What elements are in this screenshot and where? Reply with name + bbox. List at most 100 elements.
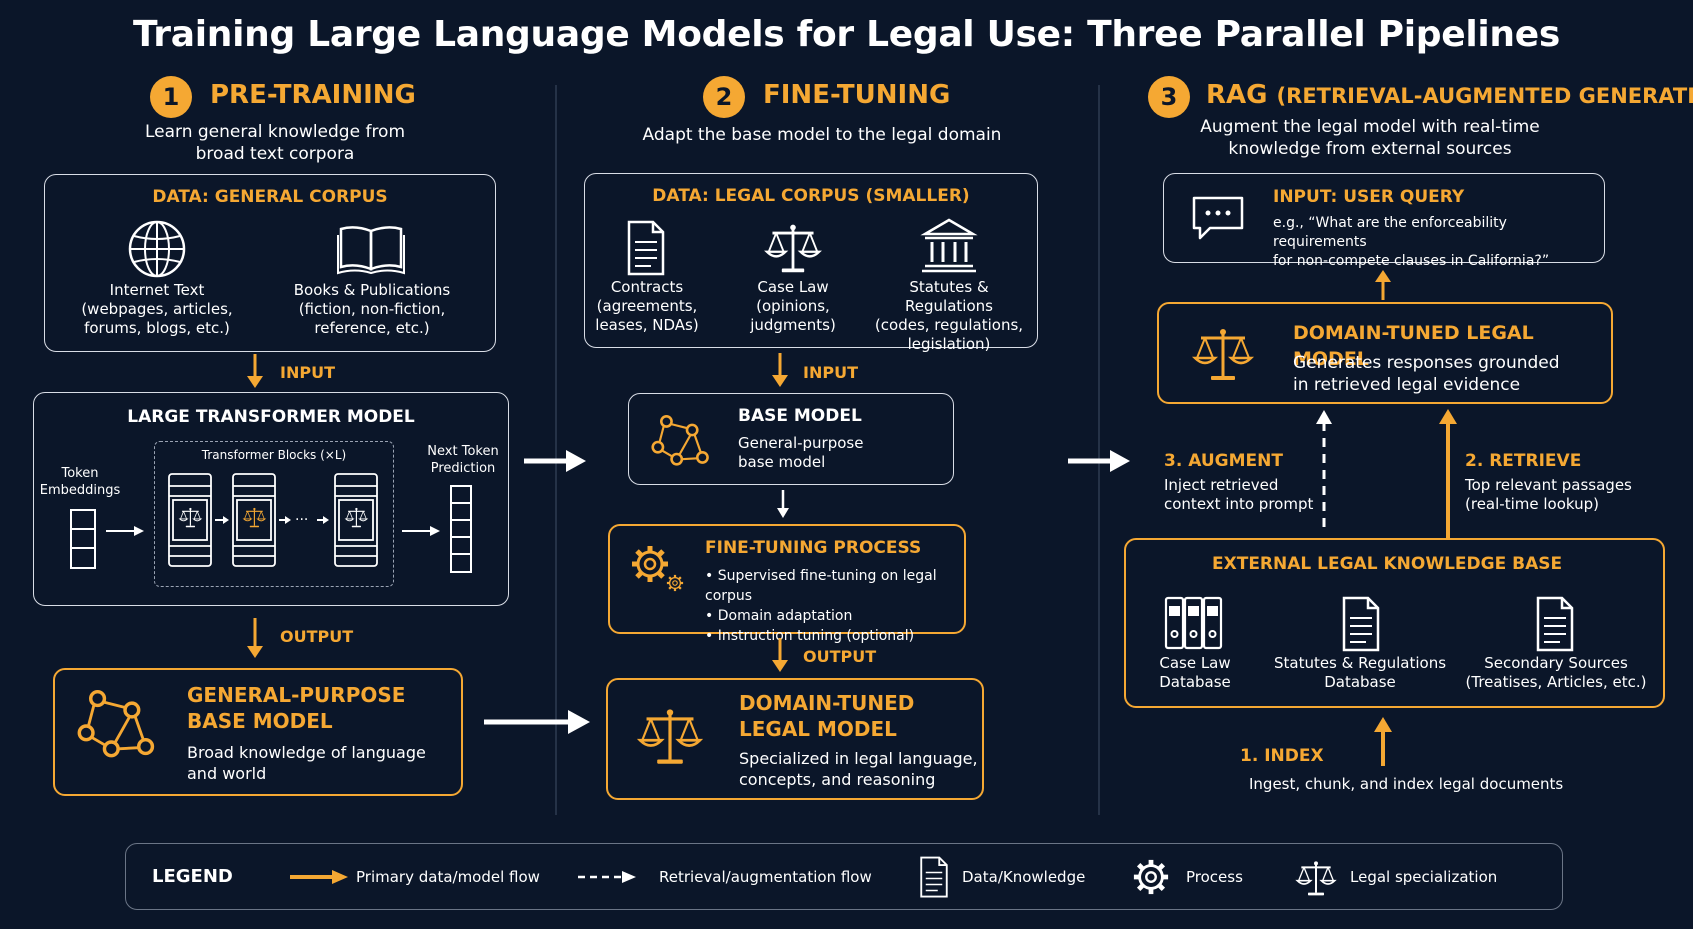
base-model-title: BASE MODEL (738, 406, 862, 426)
finetuning-title: FINE-TUNING (763, 80, 951, 110)
step-number-badge: 2 (703, 76, 745, 118)
books-label: Books & Publications (fiction, non-ficti… (293, 281, 451, 337)
flow-arrow-right (1068, 450, 1130, 472)
internet-text-label: Internet Text (webpages, articles, forum… (81, 281, 233, 337)
scales-icon (1193, 327, 1253, 382)
index-title: 1. INDEX (1240, 746, 1324, 766)
transformer-blocks-diagram: ··· (168, 473, 378, 567)
document-icon (627, 220, 665, 276)
bullet-item: • Domain adaptation (705, 608, 853, 624)
chat-icon (1192, 196, 1244, 240)
knowledge-base-header: EXTERNAL LEGAL KNOWLEDGE BASE (1212, 554, 1563, 574)
courthouse-icon (920, 218, 978, 273)
output-arrow (772, 638, 788, 672)
user-query-example: e.g., “What are the enforceability requi… (1273, 215, 1550, 269)
rag-subtitle: Augment the legal model with real-time k… (1200, 117, 1540, 159)
general-purpose-model-desc: Broad knowledge of language and world (187, 743, 426, 783)
step-number-badge: 3 (1148, 76, 1190, 118)
fine-tuning-process-title: FINE-TUNING PROCESS (705, 538, 922, 558)
input-label: INPUT (280, 363, 335, 382)
bullet-item: • Supervised fine-tuning on legal corpus (705, 568, 937, 604)
document-icon (920, 856, 948, 898)
scales-icon (765, 223, 821, 274)
binders-icon (1164, 596, 1223, 650)
prediction-vector-icon (450, 485, 472, 573)
rag-model-desc: Generates responses grounded in retrieve… (1293, 353, 1560, 395)
flow-arrow-right (524, 450, 586, 472)
general-purpose-model-title: GENERAL-PURPOSE BASE MODEL (187, 683, 406, 733)
domain-tuned-model-box: DOMAIN-TUNED LEGAL MODEL Specialized in … (606, 678, 984, 800)
dashed-arrow-icon (578, 871, 636, 883)
input-label: INPUT (803, 363, 858, 382)
knowledge-base-box: EXTERNAL LEGAL KNOWLEDGE BASE Case Law D… (1124, 538, 1665, 708)
arrow-right-icon (106, 526, 144, 536)
output-label: OUTPUT (280, 627, 354, 646)
scales-icon (1296, 860, 1336, 897)
flow-arrow-right (484, 710, 590, 734)
augment-dashed-arrow (1316, 410, 1332, 532)
case-law-label: Case Law (opinions, judgments) (750, 278, 836, 334)
general-purpose-model-box: GENERAL-PURPOSE BASE MODEL Broad knowled… (53, 668, 463, 796)
fine-tuning-process-box: FINE-TUNING PROCESS • Supervised fine-tu… (608, 524, 966, 644)
arrow-up-icon (1375, 270, 1391, 300)
gear-icon (1132, 858, 1170, 896)
domain-tuned-model-desc: Specialized in legal language, concepts,… (739, 749, 978, 789)
augment-title: 3. AUGMENT (1164, 451, 1283, 471)
embedding-vector-icon (70, 509, 96, 569)
legal-corpus-box: DATA: LEGAL CORPUS (SMALLER) Contracts (… (584, 173, 1038, 353)
arrow-right-icon (402, 526, 440, 536)
rag-model-box: DOMAIN-TUNED LEGAL MODEL Generates respo… (1157, 302, 1613, 404)
transformer-header: LARGE TRANSFORMER MODEL (127, 407, 415, 427)
general-corpus-header: DATA: GENERAL CORPUS (152, 187, 388, 207)
book-icon (337, 226, 405, 275)
network-icon (651, 414, 709, 466)
legend: LEGEND Primary data/model flow Retrieval… (125, 843, 1563, 910)
finetuning-subtitle: Adapt the base model to the legal domain (642, 125, 1002, 145)
legend-process: Process (1186, 868, 1243, 886)
general-corpus-box: DATA: GENERAL CORPUS Internet Text (webp… (44, 174, 496, 352)
statutes-db-label: Statutes & Regulations Database (1273, 654, 1447, 691)
step-number-badge: 1 (150, 76, 192, 118)
rag-title: RAG (RETRIEVAL-AUGMENTED GENERATION) (1206, 80, 1693, 110)
index-arrow (1374, 717, 1392, 766)
index-desc: Ingest, chunk, and index legal documents (1249, 775, 1564, 793)
legend-title: LEGEND (152, 866, 233, 887)
column-divider (1098, 85, 1100, 815)
document-icon (1342, 596, 1380, 652)
column-divider (555, 85, 557, 815)
token-embeddings-label: Token Embeddings (39, 466, 121, 498)
base-model-desc: General-purpose base model (738, 434, 864, 471)
output-label: OUTPUT (803, 647, 877, 666)
transformer-box: LARGE TRANSFORMER MODEL Token Embeddings… (33, 392, 509, 606)
rag-model-title: DOMAIN-TUNED LEGAL MODEL (1293, 322, 1534, 370)
solid-arrow-icon (290, 870, 348, 884)
network-icon (77, 690, 155, 758)
svg-text:···: ··· (295, 512, 308, 528)
scales-icon (638, 707, 702, 766)
globe-icon (128, 220, 186, 278)
retrieve-arrow (1439, 409, 1457, 538)
legal-corpus-header: DATA: LEGAL CORPUS (SMALLER) (652, 186, 970, 206)
gear-icon (630, 544, 685, 593)
document-icon (1536, 596, 1574, 652)
arrow-down-icon (777, 490, 789, 518)
page-title: Training Large Language Models for Legal… (133, 14, 1560, 55)
output-arrow (247, 618, 263, 658)
case-law-db-label: Case Law Database (1159, 654, 1231, 691)
input-arrow (772, 353, 788, 387)
user-query-box: INPUT: USER QUERY e.g., “What are the en… (1163, 173, 1605, 269)
next-token-label: Next Token Prediction (427, 444, 499, 476)
bullet-item: • Instruction tuning (optional) (705, 628, 915, 644)
pretraining-subtitle: Learn general knowledge from broad text … (144, 122, 406, 164)
user-query-title: INPUT: USER QUERY (1273, 187, 1465, 207)
pretraining-title: PRE-TRAINING (210, 80, 416, 110)
legend-retrieval-flow: Retrieval/augmentation flow (659, 868, 872, 886)
legend-legal-specialization: Legal specialization (1350, 868, 1498, 886)
legend-data-knowledge: Data/Knowledge (962, 868, 1086, 886)
input-arrow (247, 354, 263, 388)
contracts-label: Contracts (agreements, leases, NDAs) (595, 278, 699, 334)
fine-tuning-bullets: • Supervised fine-tuning on legal corpus… (705, 566, 964, 646)
transformer-block (168, 473, 212, 567)
retrieve-title: 2. RETRIEVE (1465, 451, 1582, 471)
secondary-sources-label: Secondary Sources (Treatises, Articles, … (1465, 654, 1647, 691)
